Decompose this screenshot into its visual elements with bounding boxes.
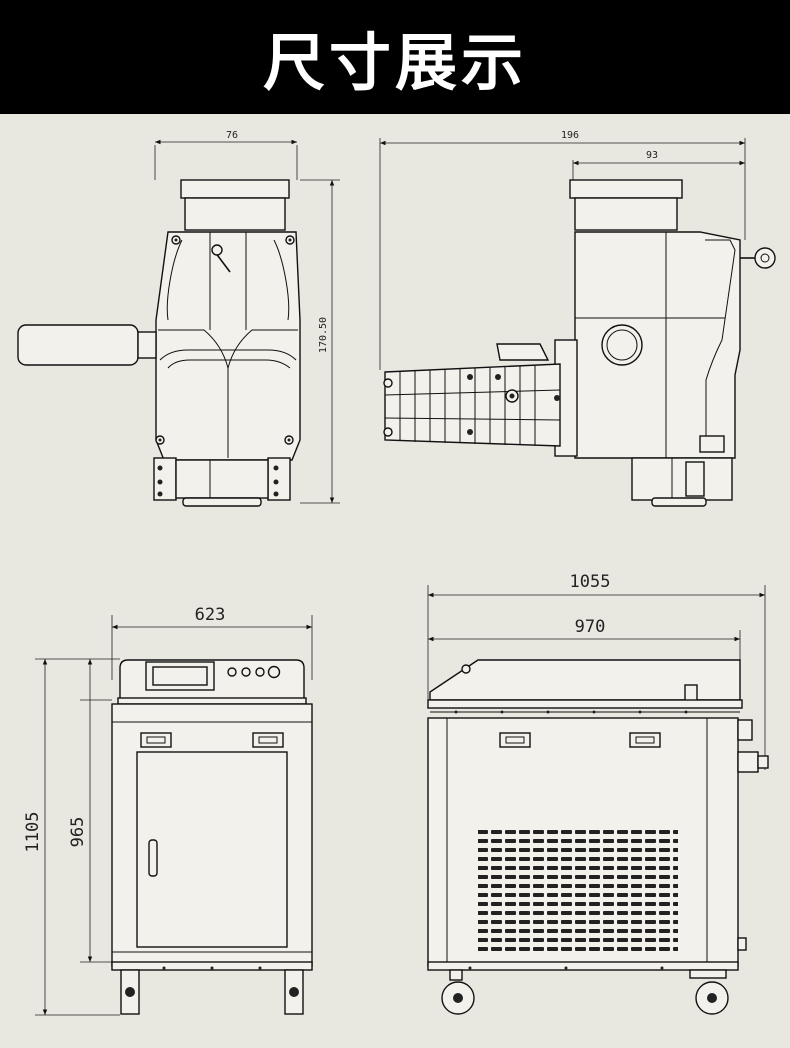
gun-front-view: 76 170.50 bbox=[17, 130, 340, 507]
unit-side-view: 1055 970 bbox=[427, 572, 769, 1015]
header-bar: 尺寸展示 bbox=[0, 0, 790, 114]
unit-front-view: 623 1105 965 bbox=[23, 605, 313, 1016]
dim-gun-side-total: 196 bbox=[561, 130, 579, 141]
vent-grille bbox=[478, 828, 678, 954]
dim-gun-side-partial: 93 bbox=[646, 150, 658, 161]
dim-gun-front-height: 170.50 bbox=[318, 317, 329, 353]
dim-unit-side-total: 1055 bbox=[570, 572, 611, 592]
gun-side-view: 196 93 bbox=[379, 130, 776, 507]
dim-unit-side-body: 970 bbox=[575, 617, 606, 637]
dim-gun-front-width: 76 bbox=[226, 130, 238, 141]
dim-unit-body-height: 965 bbox=[68, 817, 88, 848]
dim-unit-total-height: 1105 bbox=[23, 812, 43, 853]
page-title: 尺寸展示 bbox=[262, 26, 527, 99]
dimension-drawing: 76 170.50 bbox=[17, 130, 776, 1016]
dim-unit-front-width: 623 bbox=[195, 605, 226, 625]
